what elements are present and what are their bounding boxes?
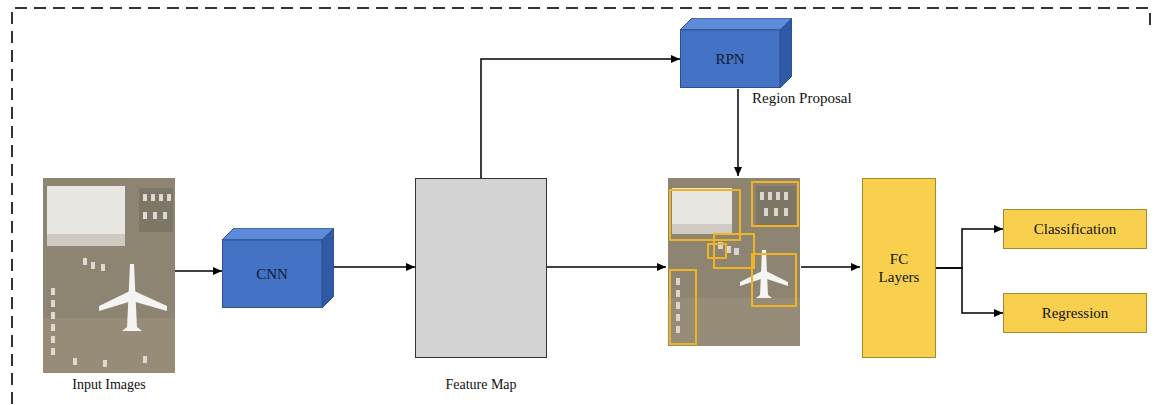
text-holder: Classification [1004,210,1146,248]
text-holder: RPN [680,30,780,88]
node-text: Regression [1042,304,1109,322]
text-holder: CNN [222,240,322,308]
edge-caption: Region Proposal [750,90,854,107]
network-cube: CNN [222,228,334,308]
connector-arrow [936,268,1003,313]
proposal-arrow [737,89,739,176]
proposal-image [668,178,800,346]
network-cube: RPN [680,18,792,88]
flow-arrow [801,266,860,268]
input-image [43,178,175,373]
node-text: FC Layers [869,250,929,286]
connector-arrow [481,59,680,178]
feature-map-box [415,178,547,358]
node-text: Input Images [72,377,145,394]
text-holder: Regression [1004,294,1146,332]
text-holder: Input Images [33,376,185,395]
dashed-frame [12,8,1150,404]
fc-layer-box: FC Layers [862,178,936,358]
output-box: Regression [1003,293,1147,333]
node-text: CNN [256,265,288,283]
node-text: Classification [1034,220,1117,238]
node-text: Feature Map [445,377,516,394]
output-box: Classification [1003,209,1147,249]
node-text: RPN [715,50,744,68]
connector-arrow [334,266,415,268]
text-holder: FC Layers [863,179,935,357]
connector-arrow [175,270,222,272]
feature-map-node: Feature Map [415,178,547,395]
connector-arrow [936,229,1003,268]
input-image-node: Input Images [43,178,175,395]
flow-arrow [547,266,666,268]
text-holder: Feature Map [405,376,557,395]
